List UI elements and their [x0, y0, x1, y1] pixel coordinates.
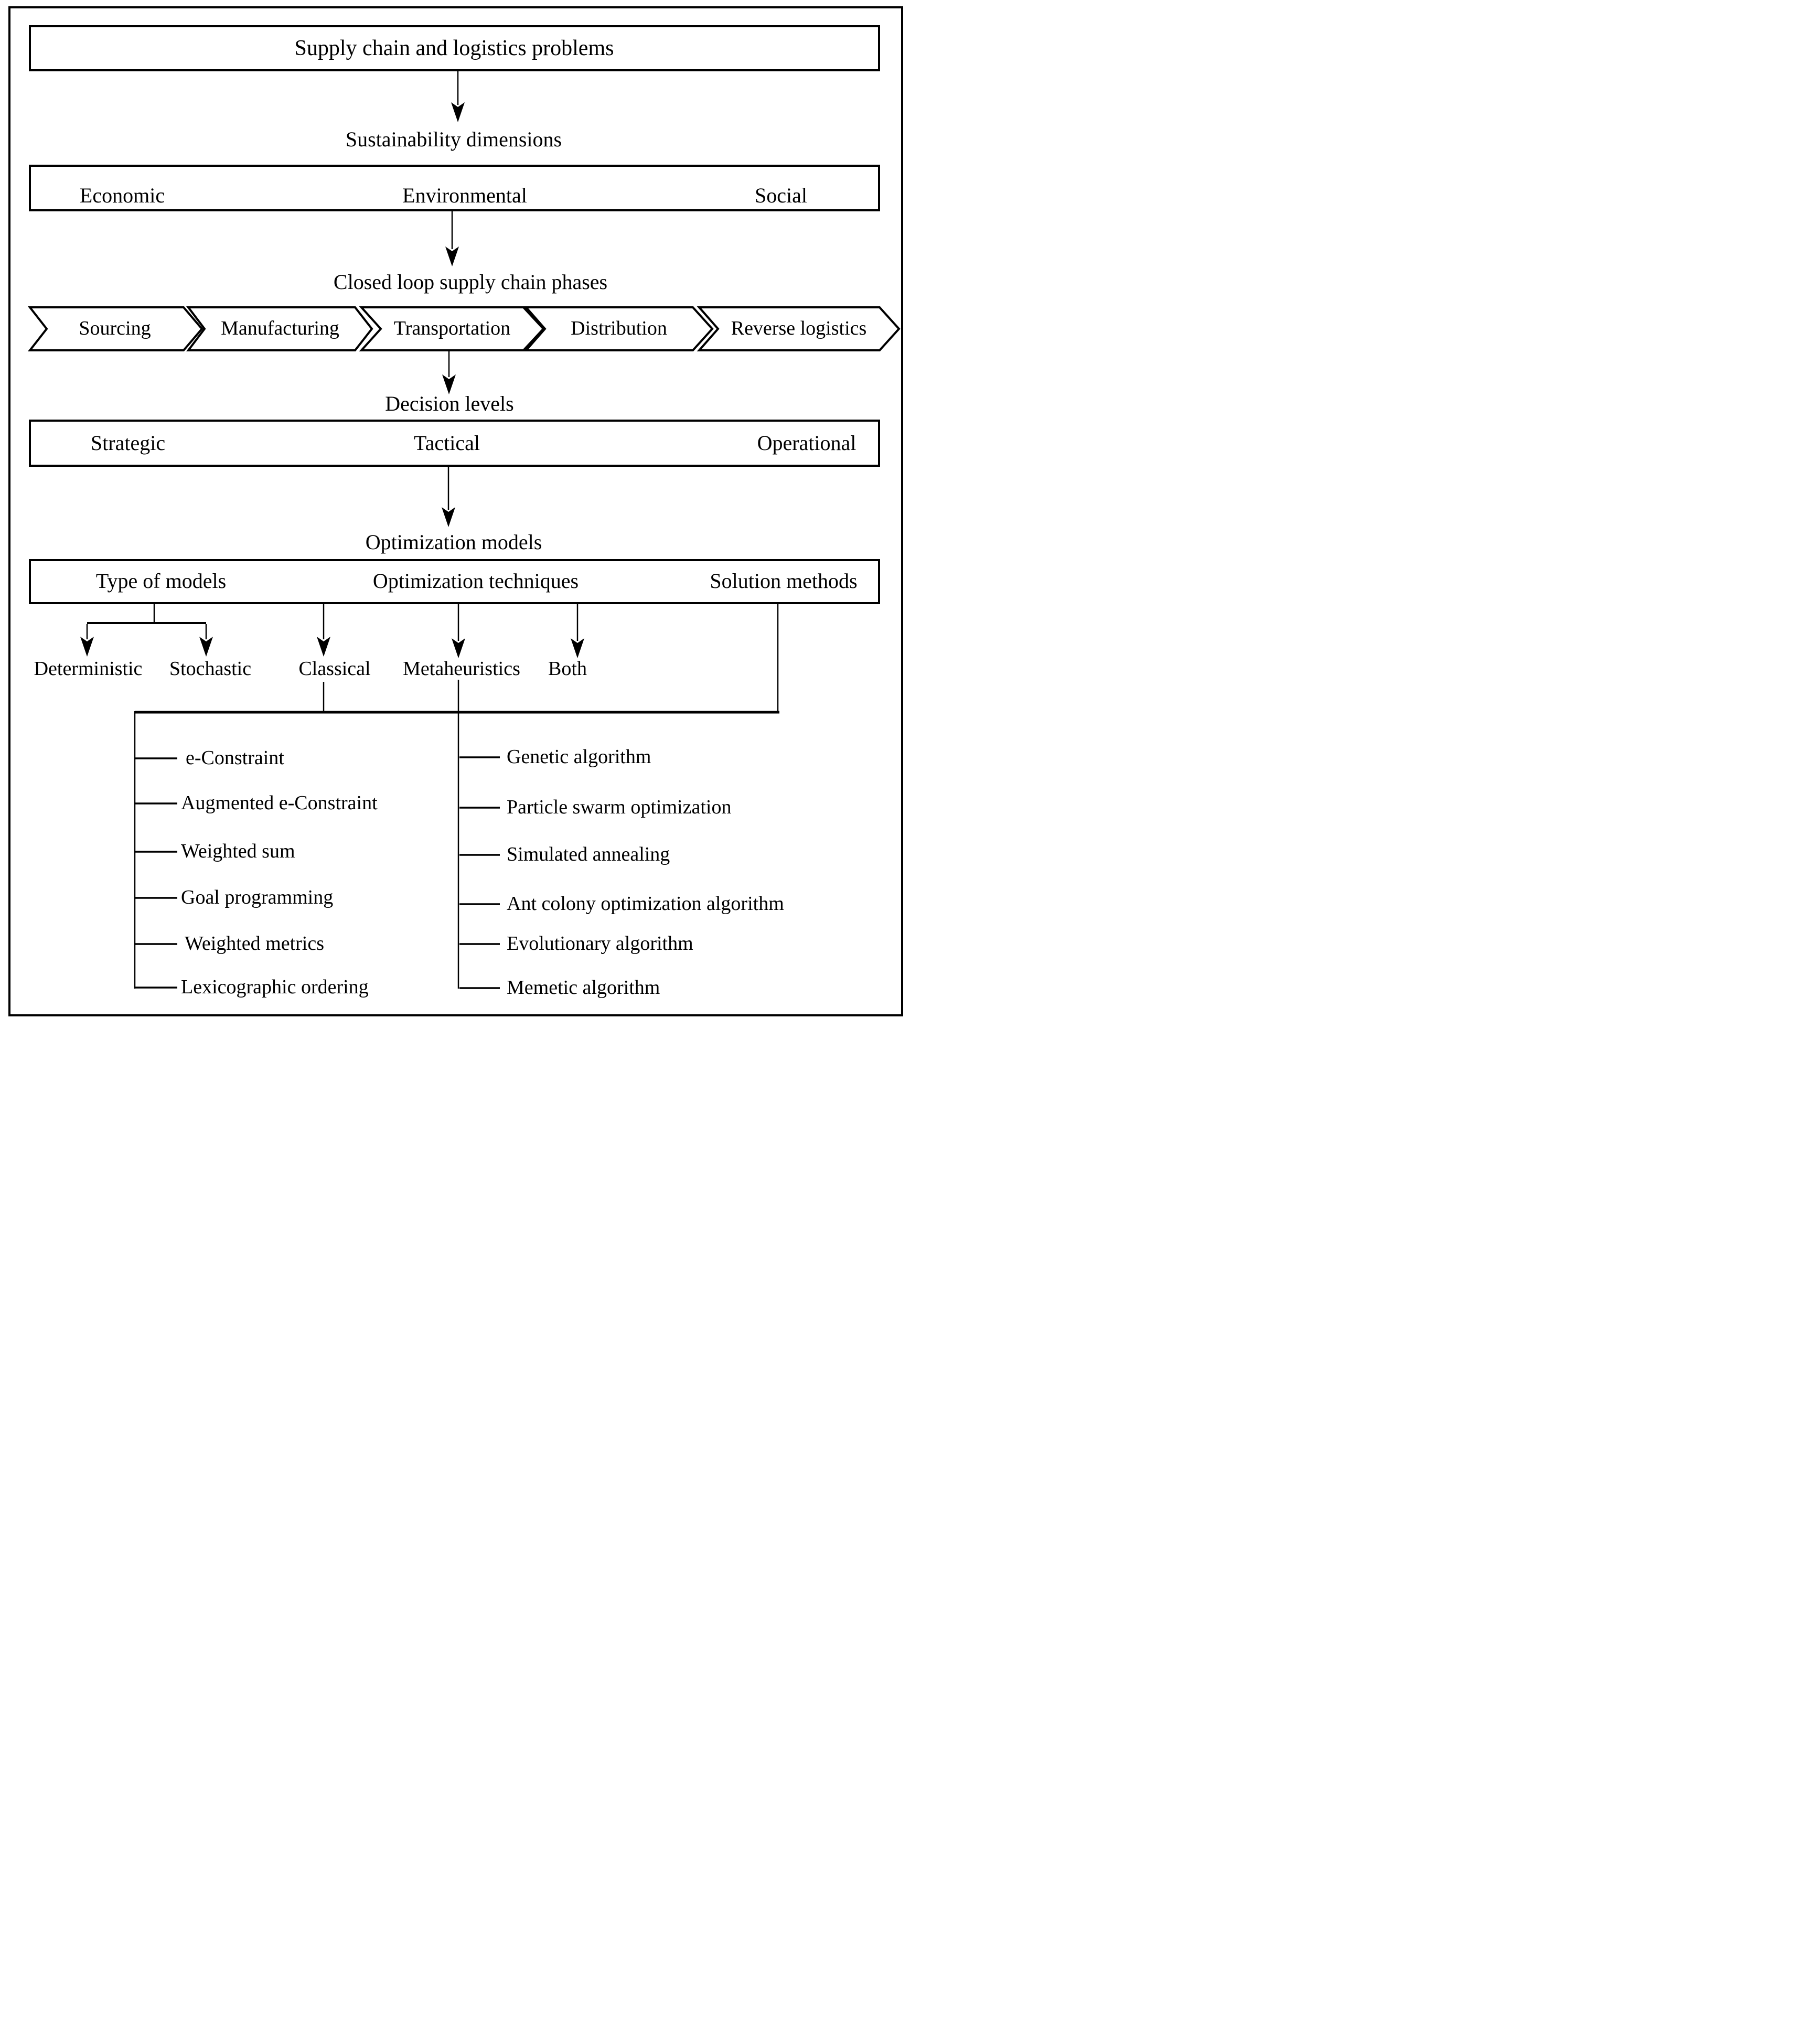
root-box-label: Supply chain and logistics problems	[294, 36, 614, 60]
level-operational: Operational	[757, 431, 857, 455]
phase-sourcing: Sourcing	[79, 317, 151, 340]
level-tactical: Tactical	[414, 431, 480, 455]
phase-reverse-logistics: Reverse logistics	[731, 317, 867, 340]
chevron-shape-reverse-logistics	[697, 306, 901, 351]
arrowhead-deterministic	[80, 637, 94, 657]
technique-classical: Classical	[298, 658, 371, 680]
arrowhead-phases-to-decision	[442, 374, 456, 394]
column-type-of-models: Type of models	[95, 569, 227, 593]
arrowhead-decision-to-optimization	[442, 507, 455, 527]
flow-diagram: Supply chain and logistics problems Sust…	[0, 0, 910, 1018]
metaheuristic-method-item: Simulated annealing	[507, 843, 670, 866]
classical-method-item: Weighted metrics	[185, 932, 325, 955]
chevron-shape-distribution	[523, 306, 714, 351]
classical-method-item: Goal programming	[181, 886, 334, 909]
column-optimization-techniques: Optimization techniques	[372, 569, 579, 593]
classical-method-item: Augmented e-Constraint	[181, 792, 378, 814]
arrowhead-root-to-sustainability	[451, 102, 465, 122]
metaheuristic-method-item: Memetic algorithm	[507, 977, 660, 999]
classical-method-item: Weighted sum	[181, 840, 295, 863]
level-strategic: Strategic	[90, 431, 166, 455]
chevron-shape-manufacturing	[186, 306, 373, 351]
metaheuristics-list-ticks	[459, 756, 500, 989]
sustainability-title: Sustainability dimensions	[345, 127, 562, 151]
model-type-deterministic: Deterministic	[34, 658, 143, 680]
classical-method-item: e-Constraint	[186, 747, 284, 769]
metaheuristic-method-item: Particle swarm optimization	[507, 796, 732, 819]
technique-metaheuristics: Metaheuristics	[403, 658, 520, 680]
model-type-stochastic: Stochastic	[169, 658, 252, 680]
technique-both: Both	[548, 658, 587, 680]
metaheuristic-method-item: Ant colony optimization algorithm	[507, 893, 784, 915]
decision-box	[29, 420, 880, 467]
outer-border	[8, 6, 903, 1016]
arrowhead-both	[571, 638, 584, 658]
metaheuristic-method-item: Evolutionary algorithm	[507, 932, 693, 955]
phase-distribution: Distribution	[571, 317, 667, 340]
optimization-box	[29, 559, 880, 604]
root-box	[29, 25, 880, 71]
connector-layer	[27, 70, 901, 989]
metaheuristic-method-item: Genetic algorithm	[507, 746, 651, 768]
sustainability-box	[29, 165, 880, 211]
phase-manufacturing: Manufacturing	[221, 317, 339, 340]
phases-title: Closed loop supply chain phases	[333, 270, 608, 294]
arrowhead-classical	[317, 637, 330, 657]
classical-method-item: Lexicographic ordering	[181, 976, 369, 999]
chevron-shape-sourcing	[27, 306, 204, 351]
optimization-title: Optimization models	[365, 530, 542, 554]
dimension-economic: Economic	[79, 184, 165, 207]
phase-transportation: Transportation	[393, 317, 511, 340]
decision-title: Decision levels	[385, 392, 514, 415]
arrowhead-sustainability-to-phases	[445, 246, 459, 266]
classical-list-ticks	[135, 757, 177, 989]
chevron-shape-transportation	[359, 306, 545, 351]
dimension-environmental: Environmental	[402, 184, 527, 207]
dimension-social: Social	[755, 184, 807, 207]
arrowhead-stochastic	[199, 637, 213, 657]
column-solution-methods: Solution methods	[710, 569, 858, 593]
arrowhead-metaheuristics	[452, 638, 465, 658]
